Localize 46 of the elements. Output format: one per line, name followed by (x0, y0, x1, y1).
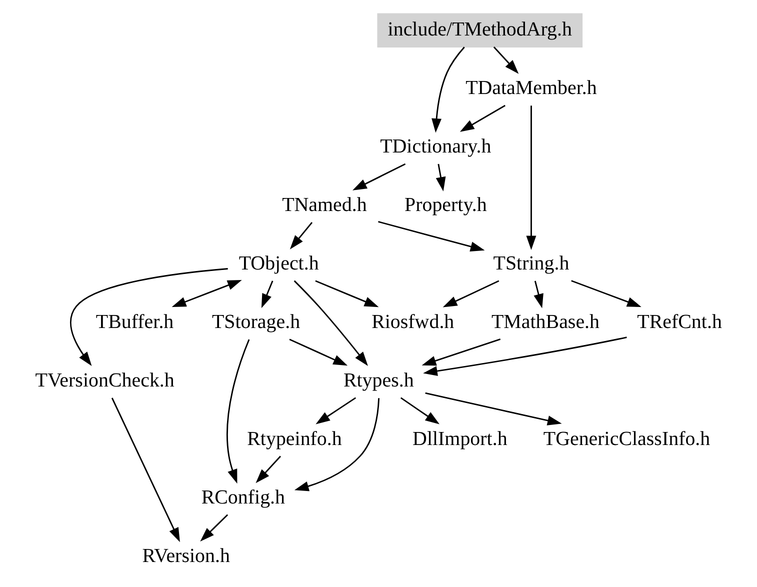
arrow (110, 398, 180, 542)
node-text: Rtypes.h (342, 369, 414, 392)
node-text: TBuffer.h (95, 311, 174, 334)
node-text: Rtypeinfo.h (246, 428, 342, 450)
arrow (435, 164, 446, 192)
arrow (378, 221, 484, 252)
arrow (226, 339, 250, 484)
arrow (314, 280, 378, 308)
node-text: RVersion.h (142, 544, 230, 567)
arrow (492, 46, 518, 74)
node-text: RConfig.h (200, 486, 285, 508)
node-text: TGenericClassInfo.h (542, 428, 710, 450)
node-text: TVersionCheck.h (34, 369, 174, 392)
node-text: TMathBase.h (490, 311, 600, 334)
node-text: TString.h (492, 252, 569, 275)
arrow (421, 338, 500, 366)
arrow (442, 280, 499, 308)
node-text: TDictionary.h (380, 136, 491, 158)
arrow (533, 280, 543, 308)
arrow (431, 46, 464, 133)
node-text: TStorage.h (211, 311, 300, 334)
arrow (315, 397, 356, 424)
node-text: TObject.h (238, 252, 318, 275)
node-text: Property.h (404, 194, 486, 216)
arrow (294, 398, 380, 492)
node-text: Riosfwd.h (371, 311, 454, 334)
arrow (255, 456, 280, 484)
node-box: include/TMethodArg.h (376, 13, 582, 48)
node-text: TRefCnt.h (636, 311, 722, 334)
arrow (424, 392, 562, 426)
arrow (570, 280, 641, 307)
node-text: TNamed.h (282, 194, 366, 216)
arrow (459, 104, 505, 132)
arrow (526, 106, 536, 250)
arrow (171, 280, 242, 308)
arrow (422, 336, 626, 376)
node-text: DllImport.h (412, 428, 507, 450)
arrow (293, 280, 368, 366)
arrow (288, 338, 348, 366)
arrow (70, 268, 228, 366)
arrow (200, 514, 228, 542)
node-text: TDataMember.h (465, 77, 596, 100)
arrow (352, 163, 406, 190)
arrow (400, 397, 440, 424)
arrow (289, 222, 312, 250)
arrow (260, 280, 273, 308)
